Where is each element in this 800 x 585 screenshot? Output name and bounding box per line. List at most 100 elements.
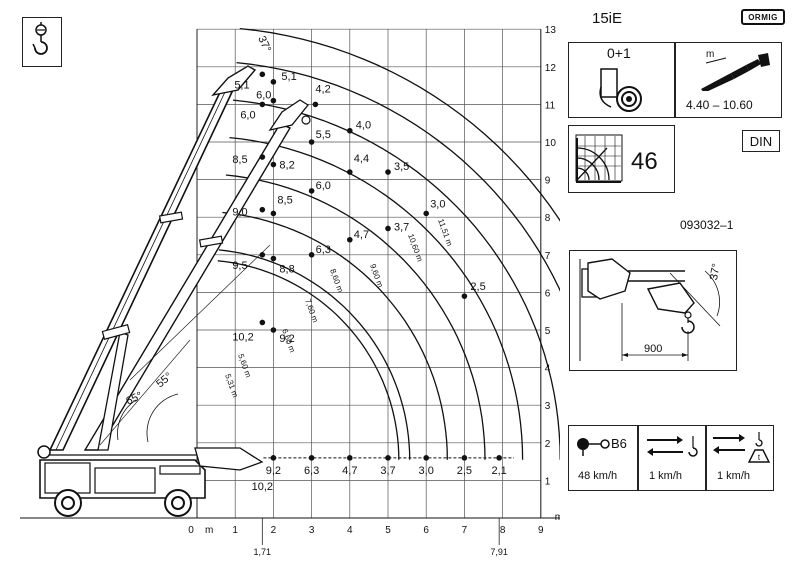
x-marker-label: 7,91 — [490, 547, 508, 557]
brand-logo: ORMIG — [741, 9, 785, 25]
boom-length-range: 4.40 – 10.60 — [686, 98, 753, 112]
load-label: 6,0 — [316, 180, 331, 192]
jib-detail-box: 37° 900 — [569, 250, 737, 371]
x-tick-label: 6 — [423, 525, 429, 536]
crane-drawing — [20, 65, 560, 519]
angle-label: 55° — [154, 370, 174, 390]
y-tick-label: 1 — [545, 476, 551, 487]
load-label: 8,2 — [279, 160, 294, 172]
radius-arc — [218, 249, 411, 460]
speed-3-value: 1 km/h — [717, 470, 751, 482]
radius-arcs — [217, 27, 560, 460]
x-tick-label: 0 — [188, 525, 194, 536]
guide-line — [99, 339, 191, 446]
base-load-point — [308, 455, 315, 461]
radius-arc — [222, 211, 448, 460]
folded-jib — [194, 447, 264, 471]
y-axis-unit: m — [555, 512, 560, 523]
y-tick-label: 8 — [545, 213, 551, 224]
arc-label: 7,60 m — [303, 298, 320, 324]
speeds-box: B6 48 km/h 1 km/h t 1 km/h — [568, 425, 774, 491]
load-point — [308, 252, 315, 258]
base-load-point — [270, 455, 277, 461]
load-label: 5,1 — [234, 79, 249, 91]
base-load-label: 3,7 — [380, 465, 395, 477]
y-tick-label: 2 — [545, 439, 551, 450]
load-point — [259, 206, 266, 213]
load-label: 4,4 — [354, 153, 369, 165]
x-tick-label: 3 — [309, 525, 315, 536]
load-point — [423, 210, 430, 217]
x-tick-label: 9 — [538, 525, 544, 536]
model-label: 15iE — [592, 10, 623, 27]
load-label: 3,0 — [430, 198, 445, 210]
y-tick-label: 10 — [545, 138, 557, 149]
x-tick-label: 7 — [462, 525, 468, 536]
brand-text: ORMIG — [748, 12, 778, 22]
boom-head — [211, 65, 257, 97]
x-axis-unit: m — [205, 525, 213, 536]
jib-offset-label: 900 — [644, 343, 663, 355]
load-label: 6,0 — [240, 109, 255, 121]
load-point — [385, 225, 391, 232]
front-wheel — [54, 489, 82, 517]
counterweight-box: 0+1 — [568, 42, 675, 118]
load-point — [347, 169, 353, 175]
telescopic-boom-icon — [701, 53, 770, 91]
radius-arc — [229, 136, 524, 460]
load-points — [259, 71, 502, 461]
second-boom-head — [268, 99, 309, 131]
rating-box: 46 — [568, 125, 675, 193]
drawing-code: 093032–1 — [680, 218, 734, 232]
load-label: 9,5 — [232, 260, 247, 272]
base-load-point — [385, 455, 391, 461]
load-label: 4,7 — [354, 229, 369, 241]
load-point — [270, 255, 277, 262]
y-tick-label: 3 — [545, 401, 551, 412]
load-label: 5,5 — [316, 129, 331, 141]
load-label: 3,7 — [394, 221, 409, 233]
radius-arc — [236, 61, 560, 292]
base-load-label: 2,5 — [457, 465, 472, 477]
load-point — [259, 154, 266, 160]
load-point — [259, 71, 266, 78]
second-boom — [83, 123, 292, 451]
radius-arc — [232, 99, 560, 460]
base-load-label: 9,2 — [266, 465, 281, 477]
x-marker-label: 1,71 — [254, 547, 272, 557]
load-point — [259, 252, 266, 258]
radius-arc — [217, 260, 400, 460]
hook-load-icon — [22, 17, 62, 67]
x-tick-label: 8 — [500, 525, 506, 536]
load-point — [270, 79, 277, 85]
base-load-label: 2,1 — [492, 465, 507, 477]
speed-1-label: B6 — [611, 436, 627, 451]
y-tick-label: 11 — [545, 100, 556, 111]
y-tick-label: 12 — [545, 63, 557, 74]
load-point — [270, 97, 277, 104]
load-label: 8,8 — [279, 264, 294, 276]
speed-1-value: 48 km/h — [578, 470, 618, 482]
x-tick-label: 5 — [385, 525, 391, 536]
svg-text:t: t — [758, 453, 761, 462]
y-tick-label: 9 — [545, 176, 551, 187]
base-load-label: 6,3 — [304, 465, 319, 477]
speed-2-value: 1 km/h — [649, 470, 683, 482]
travel-tire-icon — [577, 438, 610, 456]
lift-cylinder — [97, 331, 129, 451]
x-tick-label: 1 — [232, 525, 238, 536]
guide-line — [129, 244, 271, 381]
load-label: 8,5 — [232, 154, 247, 166]
counterweight-wheel-icon — [599, 68, 642, 112]
load-label: 6,0 — [256, 90, 271, 102]
angle-label: 37° — [255, 34, 273, 54]
base-load-point — [423, 455, 430, 461]
load-label: 6,3 — [316, 244, 331, 256]
x-tick-label: 2 — [271, 525, 277, 536]
y-tick-label: 5 — [545, 326, 551, 337]
transfer-arrows-hook-icon — [647, 436, 698, 457]
boom-length-box: m 4.40 – 10.60 — [675, 42, 782, 118]
load-point — [270, 327, 277, 333]
base-load-point — [461, 455, 468, 461]
